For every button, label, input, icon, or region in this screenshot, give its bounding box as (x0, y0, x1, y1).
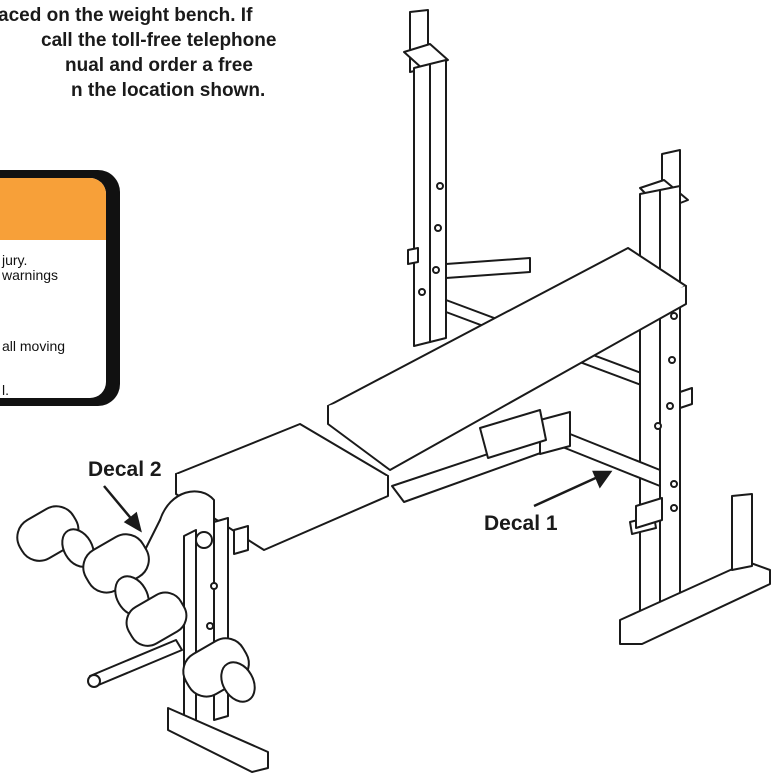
decal-text-line: warnings (2, 267, 59, 283)
warning-decal-card: jury. warnings all moving l. (0, 178, 106, 398)
instruction-line: aced on the weight bench. If (0, 5, 253, 26)
decal-1-label: Decal 1 (484, 512, 558, 535)
leg-rollers (16, 505, 256, 703)
decal-2-arrow (103, 485, 135, 523)
decal-text-line: jury. (2, 252, 28, 268)
bench-frame (391, 409, 661, 535)
decal-2-label: Decal 2 (88, 458, 162, 481)
warning-decal-illustration: jury. warnings all moving l. (0, 170, 120, 406)
rear-upright (403, 9, 449, 347)
front-upright (639, 149, 693, 619)
decal-1-arrow (533, 474, 601, 508)
instruction-text: aced on the weight bench. If call the to… (0, 3, 418, 103)
instruction-line: nual and order a free (65, 55, 253, 76)
weight-post (731, 493, 753, 571)
seat-pad (175, 423, 389, 551)
decal-2-arrowhead (123, 511, 142, 533)
back-pad (327, 247, 687, 471)
rear-crossbar (445, 257, 531, 279)
decal-text-line: l. (2, 382, 9, 398)
decal-1-arrowhead (592, 470, 613, 489)
front-peg (635, 497, 663, 529)
decal-text-line: all moving (2, 338, 66, 354)
warning-decal-header (0, 178, 106, 240)
instruction-line: call the toll-free telephone (41, 30, 277, 51)
instruction-line: n the location shown. (71, 80, 266, 101)
